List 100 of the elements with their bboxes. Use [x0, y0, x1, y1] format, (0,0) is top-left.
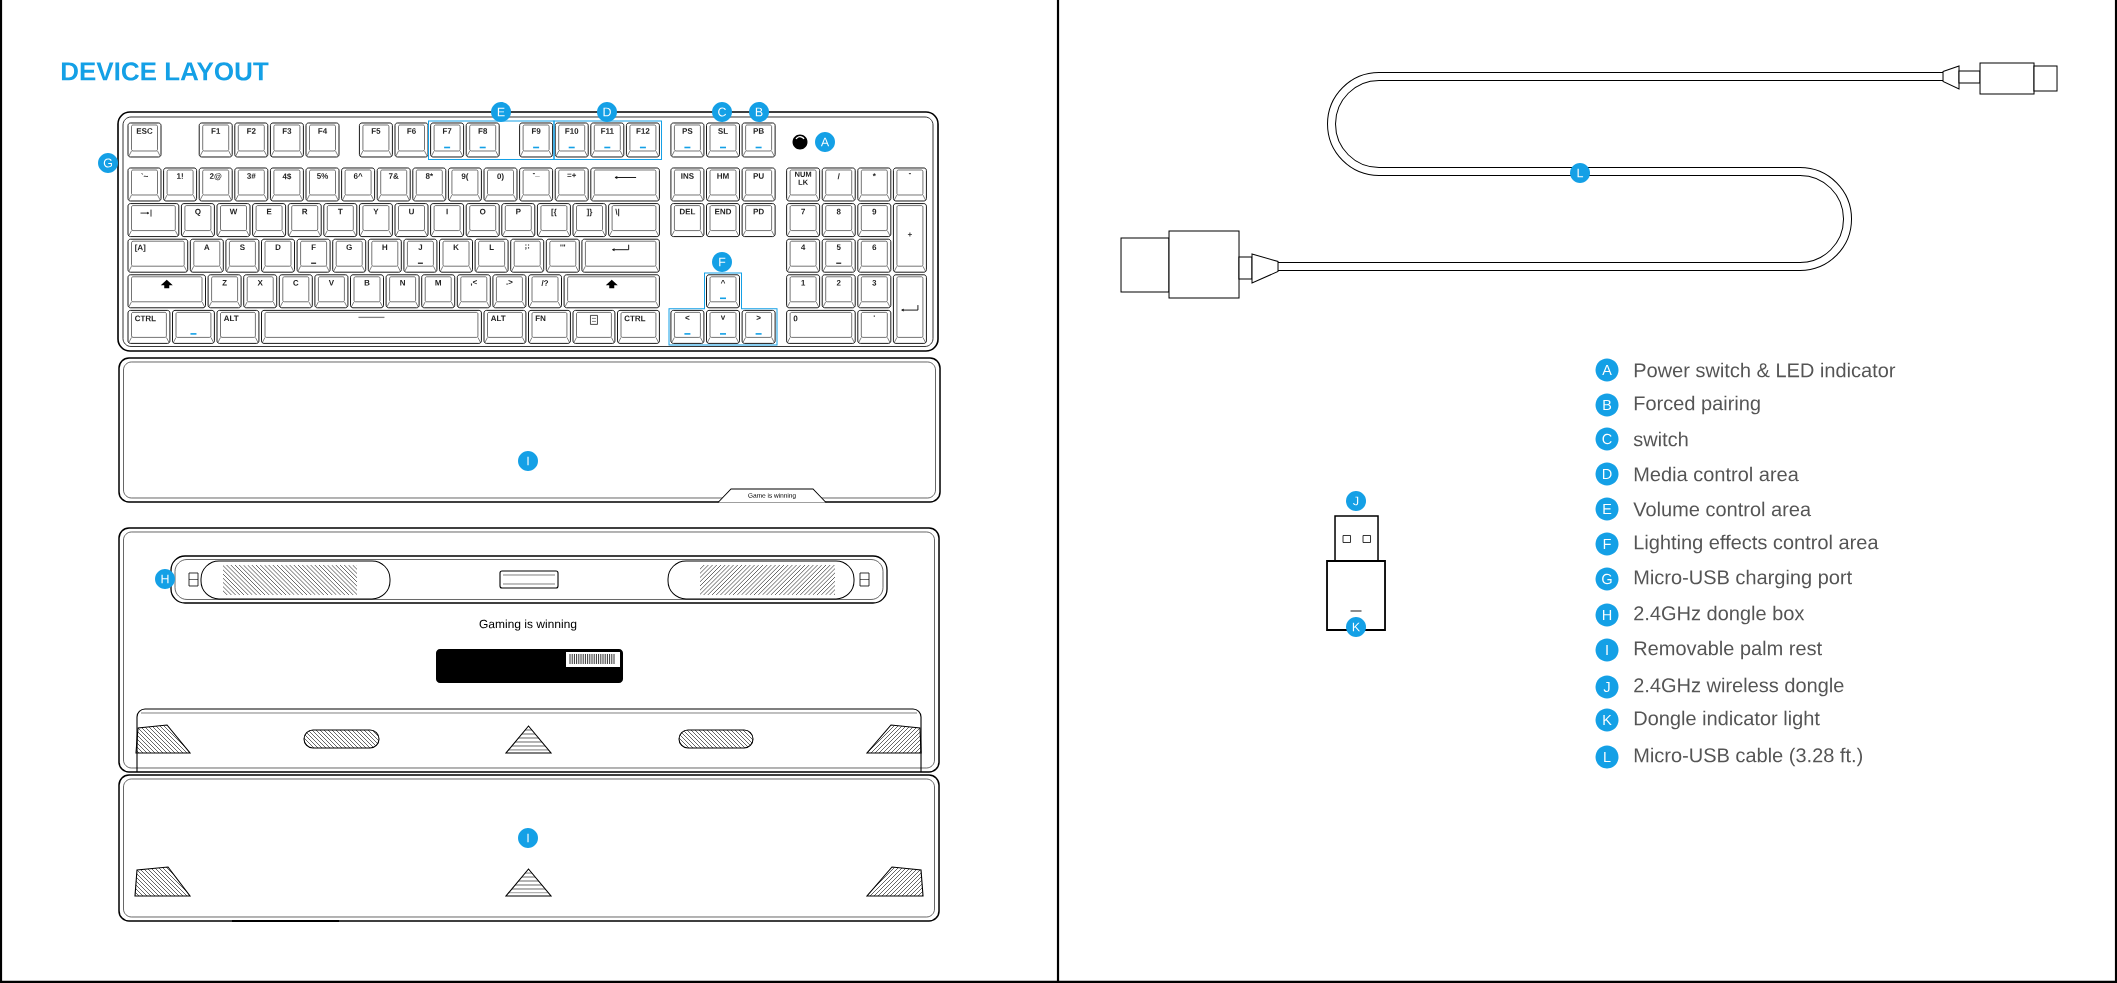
key: A — [189, 238, 224, 273]
key: F11 — [590, 122, 625, 158]
key: F5 — [358, 122, 393, 158]
key: M — [421, 274, 456, 309]
callout-number: K — [1595, 708, 1619, 732]
key: 9( — [447, 167, 482, 202]
key: . — [857, 309, 892, 344]
key: \| — [608, 203, 660, 238]
callout-number: H — [155, 569, 175, 589]
part-description: Micro-USB charging port — [1634, 569, 1852, 589]
callout-number: G — [98, 153, 118, 173]
key: D — [261, 238, 295, 273]
key: F — [296, 238, 331, 273]
key: 4$ — [269, 167, 304, 202]
key: I — [430, 203, 465, 238]
callout-number: K — [1346, 617, 1366, 637]
key: F2 — [234, 122, 269, 158]
key: [A] — [127, 238, 189, 273]
key: G — [332, 238, 367, 273]
key: PS — [670, 122, 705, 158]
key: CTRL — [127, 309, 171, 344]
key: + — [892, 203, 927, 273]
key: 9 — [857, 203, 892, 238]
key: F9 — [519, 122, 554, 158]
callout-number: D — [597, 102, 617, 122]
key: * — [857, 167, 892, 202]
key: 3# — [234, 167, 269, 202]
key: INS — [670, 167, 705, 202]
key: N — [385, 274, 420, 309]
key: C — [278, 274, 313, 309]
part-description: Micro-USB cable (3.28 ft.) — [1634, 747, 1863, 767]
key: / — [821, 167, 856, 202]
key: 2 — [821, 274, 856, 309]
callout-number: D — [1595, 462, 1619, 486]
part-description: 2.4GHz wireless dongle — [1634, 677, 1844, 697]
callout-number: L — [1570, 163, 1590, 183]
part-description: switch — [1633, 431, 1688, 447]
key: U — [394, 203, 429, 238]
key: L — [474, 238, 509, 273]
key: F10 — [554, 122, 589, 158]
callout-number: B — [749, 102, 769, 122]
key: F8 — [465, 122, 500, 158]
key: END — [706, 203, 740, 238]
key: F4 — [305, 122, 340, 158]
key: < — [670, 309, 705, 344]
part-description: Power switch & LED indicator — [1634, 362, 1896, 378]
key: PB — [741, 122, 776, 158]
callout-number: F — [1595, 532, 1619, 556]
key: 7& — [376, 167, 411, 202]
callout-number: J — [1346, 491, 1366, 511]
key: Y — [358, 203, 393, 238]
key: F3 — [269, 122, 304, 158]
key: V — [314, 274, 349, 309]
key: 0 — [786, 309, 856, 344]
part-description: Dongle indicator light — [1634, 710, 1820, 730]
key: > — [741, 309, 776, 344]
callout-number: I — [518, 451, 538, 471]
callout-number: A — [815, 132, 835, 152]
key: =+ — [554, 167, 589, 202]
key: W — [216, 203, 251, 238]
printed-text: Gaming is winning — [479, 619, 577, 631]
title: DEVICE LAYOUT — [61, 62, 269, 81]
key: ESC — [127, 122, 162, 158]
key: 5 — [821, 238, 856, 273]
key: 8* — [412, 167, 447, 202]
key: ;: — [510, 238, 545, 273]
part-description: 2.4GHz dongle box — [1634, 605, 1805, 625]
key: -_ — [519, 167, 554, 202]
key: - — [892, 167, 927, 202]
key: F12 — [625, 122, 660, 158]
key: `~ — [127, 167, 162, 202]
key: P — [501, 203, 536, 238]
key: 2@ — [198, 167, 233, 202]
key: T — [323, 203, 358, 238]
key: ]} — [572, 203, 607, 238]
key: 7 — [786, 203, 821, 238]
key: 6^ — [341, 167, 376, 202]
key: R — [287, 203, 322, 238]
callout-number: B — [1595, 393, 1619, 417]
part-description: Media control area — [1634, 466, 1799, 482]
callout-number: C — [712, 102, 732, 122]
callout-number: F — [712, 252, 732, 272]
key: DEL — [670, 203, 705, 238]
callout-number: A — [1595, 358, 1619, 382]
callout-number: H — [1595, 603, 1619, 627]
key: F6 — [394, 122, 429, 158]
key: 4 — [786, 238, 821, 273]
key: PD — [741, 203, 776, 238]
key: v — [706, 309, 740, 344]
key: J — [403, 238, 438, 273]
key: Q — [180, 203, 215, 238]
key: /? — [528, 274, 562, 309]
key: 6 — [857, 238, 892, 273]
key: 0) — [483, 167, 518, 202]
key: SL — [706, 122, 740, 158]
callout-number: C — [1595, 427, 1619, 451]
part-description: Lighting effects control area — [1634, 534, 1879, 554]
key: ,< — [456, 274, 491, 309]
callout-number: G — [1595, 567, 1619, 591]
key: HM — [706, 167, 740, 202]
